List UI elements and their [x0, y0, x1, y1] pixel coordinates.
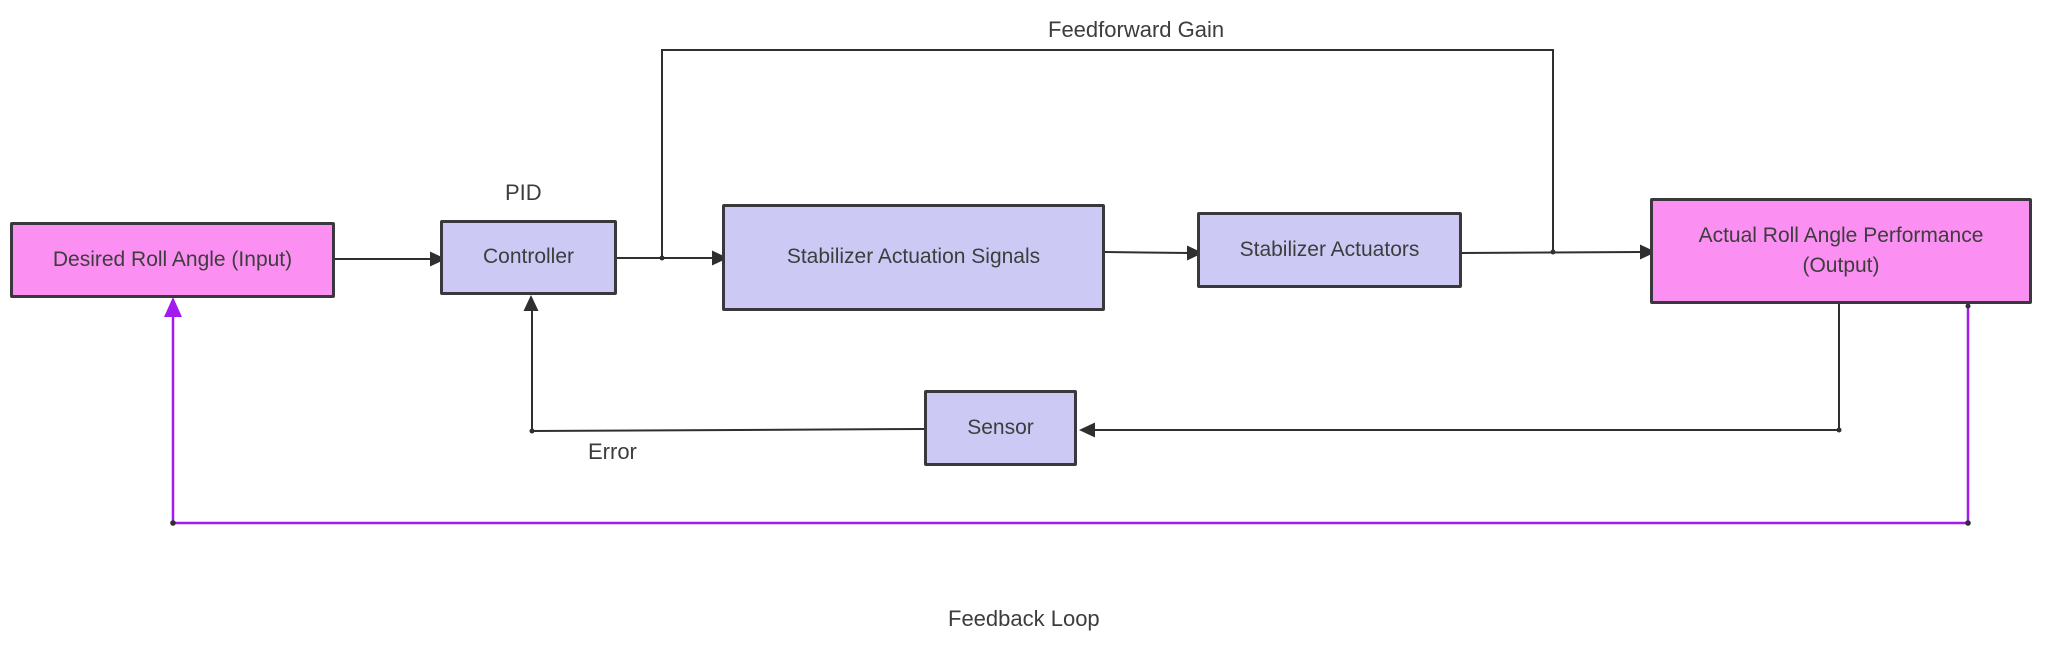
block-label: Controller [482, 245, 575, 269]
arrowhead-into-output [1640, 244, 1656, 260]
block-actual-roll-angle-output: Actual Roll Angle Performance (Output) [1650, 198, 2032, 304]
block-sensor: Sensor [924, 390, 1077, 466]
corner-feedback-left [170, 520, 176, 526]
arrowhead-into-controller [430, 251, 446, 267]
block-stabilizer-actuators: Stabilizer Actuators [1197, 212, 1462, 288]
edge-feedforward [661, 49, 1554, 258]
block-label-line1: Actual Roll Angle Performance [1698, 223, 1984, 247]
junction-feedforward-branch [659, 255, 665, 261]
label-error: Error [588, 439, 637, 464]
edge-sensor-to-controller [531, 305, 925, 433]
block-label: Stabilizer Actuation Signals [786, 245, 1041, 269]
arrowhead-into-sensor [1079, 422, 1095, 438]
edge-output-to-sensor [1089, 304, 1840, 431]
edge-feedback-loop [171, 304, 1970, 525]
block-label: Stabilizer Actuators [1239, 237, 1420, 261]
label-feedback-loop: Feedback Loop [948, 606, 1100, 631]
label-feedforward-gain: Feedforward Gain [1048, 17, 1225, 42]
corner-error-path [529, 428, 535, 434]
junction-feedforward-merge [1550, 249, 1556, 255]
corner-feedback-right [1965, 520, 1971, 526]
edge-signals-to-actuators [1104, 251, 1190, 254]
block-label-line2: (Output) [1802, 254, 1880, 277]
block-stabilizer-actuation-signals: Stabilizer Actuation Signals [722, 204, 1105, 311]
block-controller: Controller [440, 220, 617, 295]
block-label: Sensor [967, 415, 1034, 439]
arrowhead-into-input [164, 297, 182, 317]
arrowhead-into-actuators [1187, 245, 1203, 261]
arrowhead-into-controller-bottom [523, 295, 539, 311]
arrowhead-into-signals [712, 250, 728, 266]
corner-measurement-path [1836, 427, 1842, 433]
label-pid: PID [505, 180, 542, 205]
block-label: Desired Roll Angle (Input) [52, 247, 293, 271]
corner-feedback-top [1965, 303, 1971, 309]
block-desired-roll-angle-input: Desired Roll Angle (Input) [10, 222, 335, 298]
